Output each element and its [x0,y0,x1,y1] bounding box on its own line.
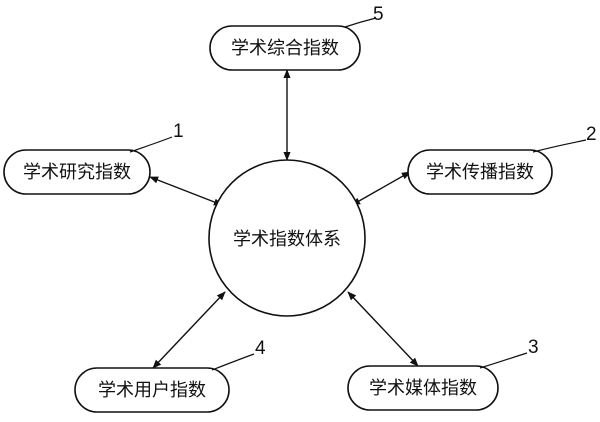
node-user-label: 学术用户指数 [98,380,206,401]
node-research-number: 1 [173,121,184,142]
node-media-number: 3 [528,337,539,358]
edge-center-research [149,176,223,206]
node-comprehensive-number: 5 [373,4,384,25]
node-research-leader [129,136,173,153]
node-dissemination-label: 学术传播指数 [426,162,534,183]
node-dissemination-number: 2 [586,124,597,145]
center-node-label: 学术指数体系 [233,229,341,250]
node-dissemination: 学术传播指数 2 [407,124,597,195]
node-research-label: 学术研究指数 [23,162,131,183]
edge-center-media [347,291,419,367]
node-dissemination-leader [532,139,587,153]
node-comprehensive-label: 学术综合指数 [231,38,339,59]
edges [149,69,419,369]
node-user-leader [211,353,255,371]
node-comprehensive: 学术综合指数 5 [209,4,384,71]
node-media-leader [479,352,528,369]
node-user-number: 4 [255,338,266,359]
node-media-label: 学术媒体指数 [369,378,477,399]
edge-center-user [152,291,226,369]
node-media: 学术媒体指数 3 [347,337,539,411]
node-user: 学术用户指数 4 [74,338,266,413]
node-research: 学术研究指数 1 [3,121,184,195]
node-comprehensive-leader [344,17,377,28]
center-node: 学术指数体系 [208,159,366,317]
edge-center-dissemination [351,171,411,206]
